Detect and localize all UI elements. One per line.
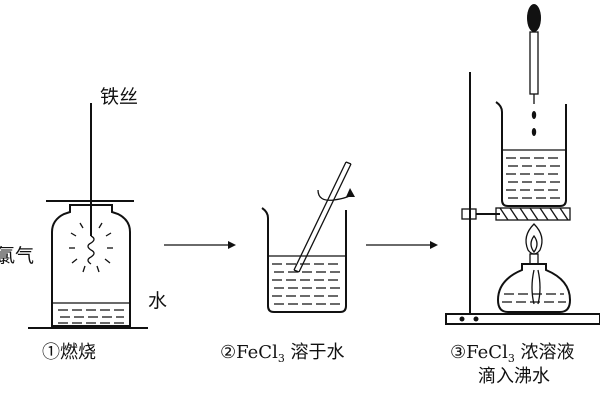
wire-gauze [495, 207, 571, 221]
dropper-tube [529, 31, 539, 95]
label-gas: 氯气 [0, 245, 34, 267]
flame [525, 223, 543, 255]
step2-apparatus [261, 161, 355, 313]
dropper-bulb [527, 4, 541, 32]
spark-rays [69, 222, 113, 273]
glass-rod [293, 161, 347, 271]
arrow-1 [164, 241, 236, 249]
label-water: 水 [148, 290, 167, 312]
caption-step1: ①燃烧 [42, 342, 96, 363]
beaker-2 [261, 207, 347, 313]
drop [531, 111, 537, 119]
alcohol-lamp [496, 263, 572, 313]
drop [531, 128, 537, 136]
stand-base [445, 313, 600, 325]
gas-jar [51, 204, 131, 327]
label-iron-wire: 铁丝 [100, 86, 138, 108]
step3-apparatus [445, 4, 600, 325]
arrow-2 [366, 241, 438, 249]
caption-step3-line2: 滴入沸水 [478, 366, 550, 387]
beaker-3 [495, 101, 567, 207]
step1-apparatus: 铁丝 氯气 水 [0, 86, 167, 329]
iron-coil [87, 235, 95, 265]
caption-step2: ②FeCl3 溶于水 [220, 342, 345, 365]
caption-step3: ③FeCl3 浓溶液 [450, 342, 575, 365]
wick-holder [529, 253, 539, 265]
